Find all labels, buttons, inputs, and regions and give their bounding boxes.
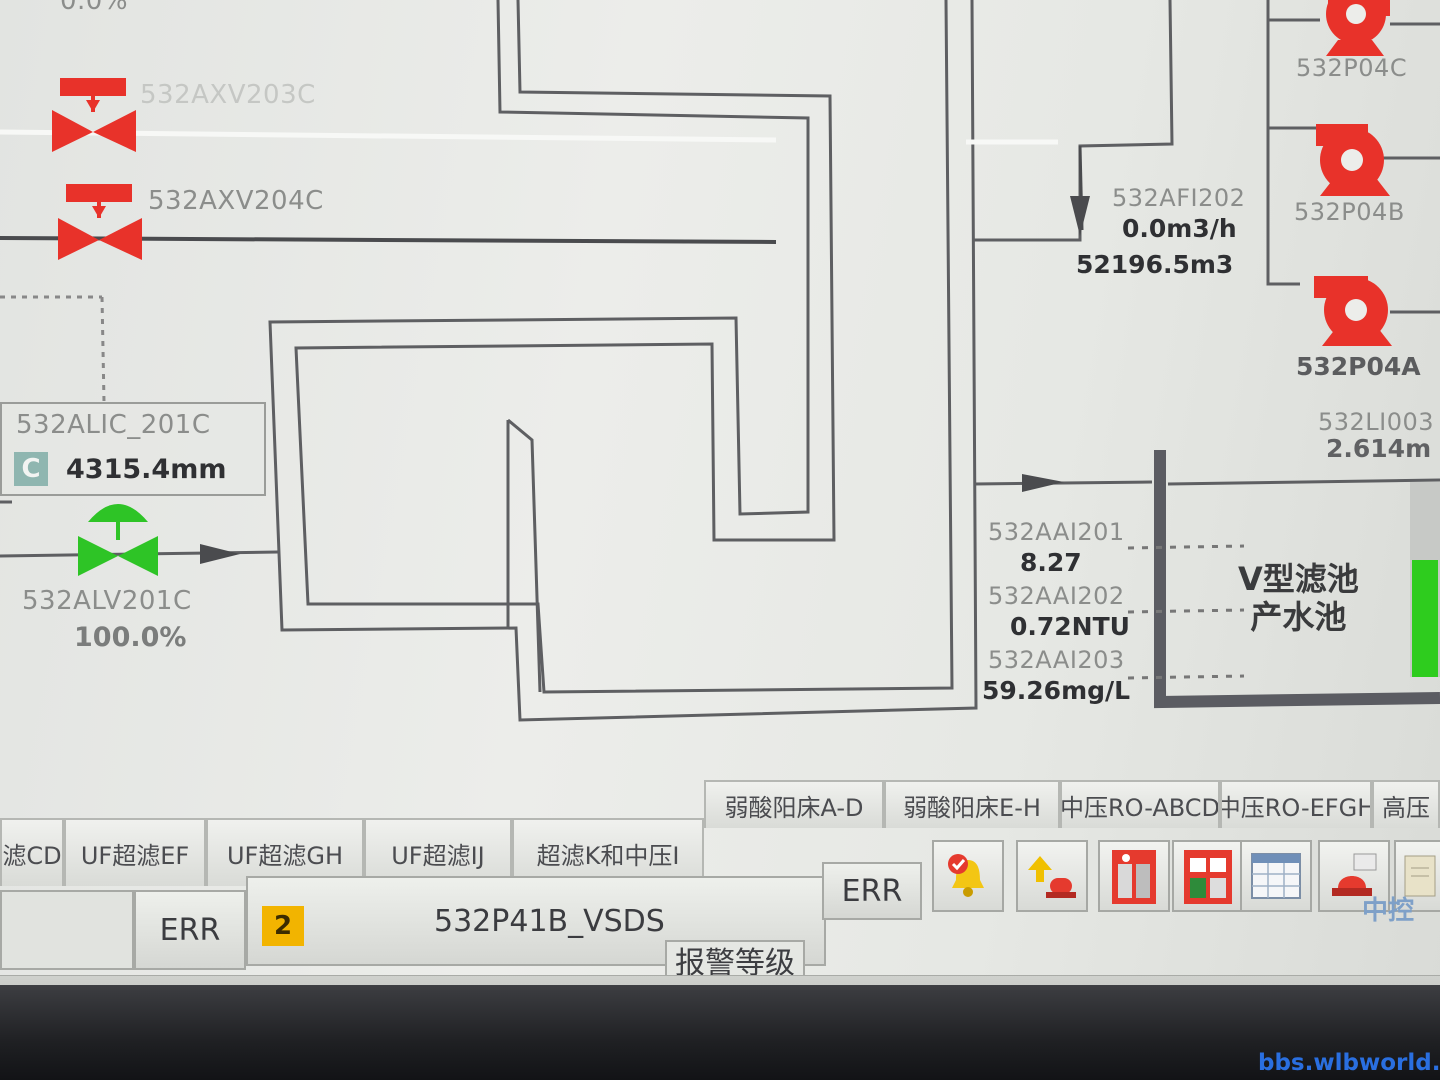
document-icon[interactable] [1394, 840, 1440, 912]
tab-uf-ij[interactable]: UF超滤IJ [364, 818, 512, 886]
tab-uf-cd[interactable]: 滤CD [0, 818, 64, 886]
table-icon[interactable] [1240, 840, 1312, 912]
valve-203-tag[interactable]: 532AXV203C [140, 80, 316, 110]
valve-alv201-value: 100.0% [74, 622, 187, 653]
analyzer-2-tag[interactable]: 532AAI202 [988, 582, 1125, 610]
pump-b-icon [1316, 124, 1390, 196]
level-indicator-tag[interactable]: 532LI003 [1318, 408, 1435, 436]
tab-mp-ro-abcd[interactable]: 中压RO-ABCD [1060, 780, 1220, 828]
center-control-label[interactable]: 中控 [1362, 896, 1415, 926]
partial-top-value: 0.0% [60, 0, 129, 16]
panel-icon[interactable] [1172, 840, 1244, 912]
analyzer-1-value: 8.27 [1020, 548, 1082, 577]
analyzer-1-tag[interactable]: 532AAI201 [988, 518, 1125, 546]
analyzer-2-value: 0.72NTU [1010, 612, 1130, 641]
cabinet-icon[interactable] [1098, 840, 1170, 912]
flow-total-value: 52196.5m3 [1076, 250, 1234, 279]
controller-mode-badge: C [14, 452, 48, 486]
flow-meter-tag[interactable]: 532AFI202 [1112, 184, 1246, 212]
tank-label-line1: V型滤池 [1238, 560, 1359, 598]
err-right-cell[interactable]: ERR [822, 862, 922, 920]
alarm-priority-badge: 2 [262, 906, 304, 946]
pump-a-icon [1314, 276, 1392, 346]
tab-uf-ef[interactable]: UF超滤EF [64, 818, 206, 886]
err-left-cell[interactable]: ERR [134, 890, 246, 970]
tab-weak-acid-ad[interactable]: 弱酸阳床A-D [704, 780, 884, 828]
analyzer-3-tag[interactable]: 532AAI203 [988, 646, 1125, 674]
nav-tabs-row1: 弱酸阳床A-D 弱酸阳床E-H 中压RO-ABCD 中压RO-EFGH 高压 [0, 780, 1440, 828]
level-controller-value: 4315.4mm [66, 454, 227, 485]
level-controller-tag: 532ALIC_201C [16, 410, 211, 440]
tab-high-pressure[interactable]: 高压 [1372, 780, 1440, 828]
siren-icon[interactable] [1318, 840, 1390, 912]
tank-label-line2: 产水池 [1250, 598, 1347, 636]
process-diagram [0, 0, 1440, 722]
valve-203-icon [52, 78, 136, 152]
tank-label: V型滤池 产水池 [1238, 560, 1359, 636]
hmi-screen: 0.0% 532AXV203C 532AXV204C 532ALIC_201C … [0, 0, 1440, 1025]
pump-c-tag[interactable]: 532P04C [1296, 54, 1408, 82]
tab-uf-gh[interactable]: UF超滤GH [206, 818, 364, 886]
monitor-bezel [0, 985, 1440, 1080]
pump-c-icon [1326, 0, 1390, 56]
tank-level-fill [1412, 560, 1438, 677]
watermark: bbs.wlbworld.com [1258, 1050, 1440, 1076]
tab-weak-acid-eh[interactable]: 弱酸阳床E-H [884, 780, 1060, 828]
nav-tabs-row2: 滤CD UF超滤EF UF超滤GH UF超滤IJ 超滤K和中压I [0, 818, 704, 886]
valve-204-icon [58, 184, 142, 260]
pump-b-tag[interactable]: 532P04B [1294, 198, 1405, 226]
valve-alv201-tag[interactable]: 532ALV201C [22, 586, 192, 616]
valve-alv201-icon [78, 504, 158, 576]
tab-mp-ro-efgh[interactable]: 中压RO-EFGH [1220, 780, 1372, 828]
acknowledge-bell-icon[interactable] [932, 840, 1004, 912]
status-blank-cell [0, 890, 134, 970]
level-indicator-value: 2.614m [1326, 434, 1432, 463]
flow-rate-value: 0.0m3/h [1122, 214, 1237, 243]
tab-uf-k-mp-i[interactable]: 超滤K和中压I [512, 818, 704, 886]
valve-204-tag[interactable]: 532AXV204C [148, 186, 324, 216]
analyzer-3-value: 59.26mg/L [982, 676, 1131, 705]
alarm-upload-icon[interactable] [1016, 840, 1088, 912]
pump-a-tag[interactable]: 532P04A [1296, 352, 1421, 381]
